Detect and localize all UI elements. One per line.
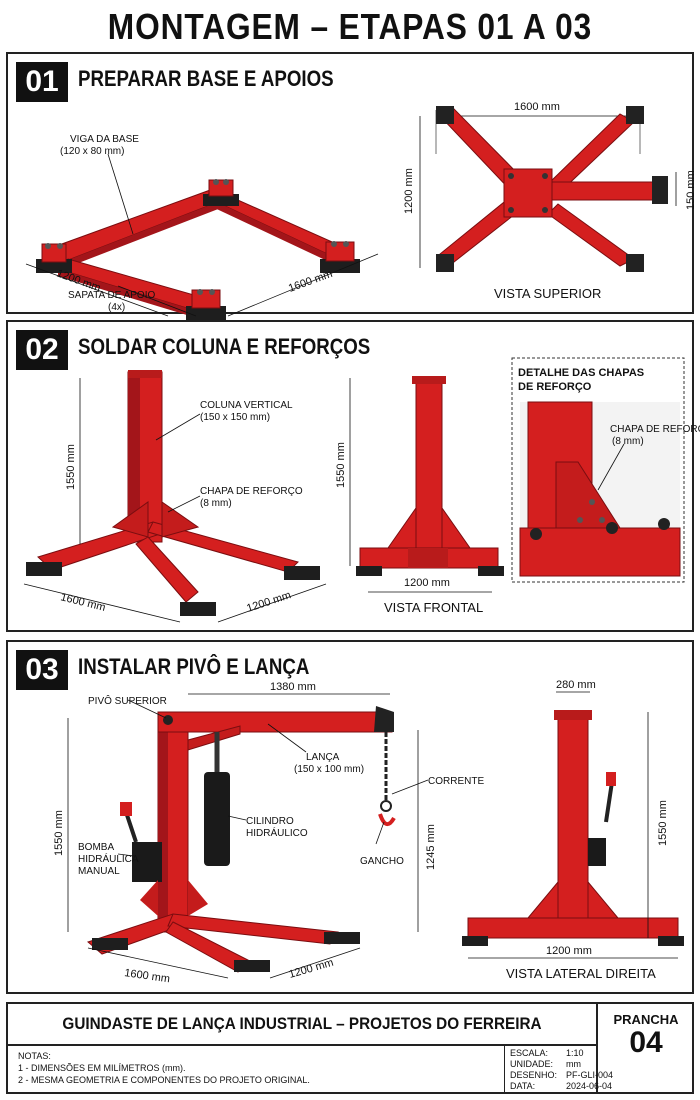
column-iso [26,370,320,616]
pivot-label: PIVÔ SUPERIOR [88,694,167,707]
boom-label: LANÇA [306,752,340,763]
notes-header: NOTAS: [18,1051,51,1061]
meta-value: mm [566,1059,581,1069]
step-02-panel: 02 SOLDAR COLUNA E REFORÇOS 1550 mm COLU… [6,320,700,632]
sheet-divider [596,1004,598,1092]
cylinder-label-1: CILINDRO [246,816,294,827]
dim-boom-length: 1380 mm [270,681,316,693]
dim-side-top: 280 mm [556,679,596,691]
detail-title-line-2: DE REFORÇO [518,381,592,393]
meta-key: ESCALA: [510,1048,549,1058]
dim-height: 1550 mm [53,810,65,856]
meta-divider [504,1044,505,1092]
dim-iso-left: 1600 mm [59,591,106,614]
detail-plate-size-label: (8 mm) [612,436,644,447]
meta-key: DATA: [510,1081,536,1091]
meta-value: PF-GLI-004 [566,1070,614,1080]
project-title: GUINDASTE DE LANÇA INDUSTRIAL – PROJETOS… [62,1014,542,1033]
notes: NOTAS: 1 - DIMENSÕES EM MILÍMETROS (mm).… [18,1050,310,1086]
beam-label: VIGA DA BASE [70,134,139,145]
hook-label: GANCHO [360,856,404,867]
pump-label-3: MANUAL [78,866,120,877]
meta-value: 1:10 [566,1048,584,1058]
dim-side-width: 1200 mm [546,945,592,957]
step-01-drawing: VIGA DA BASE (120 x 80 mm) SAPATA DE APO… [25,101,697,320]
step-01-panel: 01 PREPARAR BASE E APOIOS VIGA DA B [6,52,697,320]
meta-value: 2024-06-04 [566,1081,613,1091]
dim-front-height: 1550 mm [335,442,347,488]
drawing-meta: ESCALA: 1:10 UNIDADE: mm DESENHO: PF-GLI-00… [510,1048,613,1092]
boom-size-label: (150 x 100 mm) [294,764,364,775]
view-label-front: VISTA FRONTAL [384,600,483,615]
beam-size-label: (120 x 80 mm) [60,146,124,157]
dim-iso-right: 1200 mm [245,589,292,615]
meta-key: UNIDADE: [510,1059,554,1069]
detail-plate-label: CHAPA DE REFORÇO [610,424,700,435]
step-number: 01 [16,62,68,102]
support-pads [36,179,360,320]
cylinder-label-2: HIDRÁULICO [246,826,308,839]
side-view: 280 mm 1550 mm 1200 mm VISTA LATERAL DIR… [462,679,684,981]
note-item: 2 - MESMA GEOMETRIA E COMPONENTES DO PRO… [18,1075,310,1085]
step-title: INSTALAR PIVÔ E LANÇA [78,654,310,679]
dim-hook-height: 1245 mm [425,824,437,870]
title-divider [8,1044,596,1046]
note-item: 1 - DIMENSÕES EM MILÍMETROS (mm). [18,1063,186,1073]
dim-side-height: 1550 mm [657,800,669,846]
front-view: 1550 mm 1200 mm VISTA FRONTAL [335,376,504,615]
dim-iso-right: 1600 mm [287,268,334,295]
plate-size-label: (8 mm) [200,498,232,509]
sheet-label: PRANCHA [613,1012,679,1027]
dim-iso-right: 1200 mm [288,957,335,981]
column-label: COLUNA VERTICAL [200,400,293,411]
view-label-side: VISTA LATERAL DIREITA [506,966,656,981]
chain [378,732,396,826]
plate-label: CHAPA DE REFORÇO [200,486,303,497]
dim-iso-left: 1600 mm [124,967,171,985]
step-03-drawing: 1380 mm 1550 mm 1245 mm PIVÔ SUPERIOR LA… [53,679,684,985]
crane-iso [87,706,394,973]
step-number: 02 [16,330,68,370]
pump-label-1: BOMBA [78,842,114,853]
dim-front-width: 1200 mm [404,577,450,589]
plate-detail: DETALHE DAS CHAPAS DE REFORÇO CHAPA DE R… [511,357,700,583]
base-top-view: 1600 mm 1200 mm 150 mm VISTA SUPERIOR [403,101,697,301]
page-title: MONTAGEM – ETAPAS 01 A 03 [107,6,593,47]
dim-iso-height: 1550 mm [65,444,77,490]
dim-top-height: 1200 mm [403,168,415,214]
step-title: PREPARAR BASE E APOIOS [78,66,334,91]
dim-top-width: 1600 mm [514,101,560,113]
title-block: GUINDASTE DE LANÇA INDUSTRIAL – PROJETOS… [6,1002,694,1094]
step-03-panel: 03 INSTALAR PIVÔ E LANÇA [6,640,694,994]
view-label-top: VISTA SUPERIOR [494,286,601,301]
column-size-label: (150 x 150 mm) [200,412,270,423]
pump-label-2: HIDRÁULICA [78,852,139,865]
detail-title-line-1: DETALHE DAS CHAPAS [518,367,644,379]
sheet-number: 04 [629,1026,663,1059]
meta-key: DESENHO: [510,1070,558,1080]
step-number: 03 [16,650,68,690]
step-title: SOLDAR COLUNA E REFORÇOS [78,334,371,359]
step-02-drawing: 1550 mm COLUNA VERTICAL (150 x 150 mm) C… [23,357,700,623]
pad-count-label: (4x) [108,302,125,313]
dim-top-beam: 150 mm [685,170,697,210]
chain-label: CORRENTE [428,776,484,787]
